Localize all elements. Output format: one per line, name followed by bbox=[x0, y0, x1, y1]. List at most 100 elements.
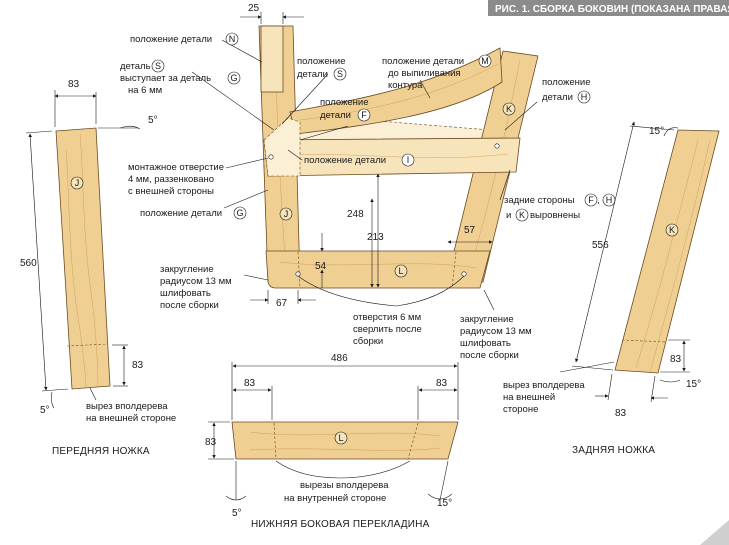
lower-rail-drawing: L 486 83 83 83 5° 15° вырезы вполдерева … bbox=[205, 353, 459, 519]
label-part-s-1: деталь bbox=[120, 61, 151, 72]
lower-rail-right-cut: 83 bbox=[436, 378, 448, 389]
back-leg-letter: K bbox=[669, 225, 675, 235]
top-block-n bbox=[260, 25, 284, 93]
label-back-sides-2: и bbox=[506, 210, 511, 221]
label-part-g-letter: G bbox=[230, 73, 237, 83]
label-part-s-2: выступает за деталь bbox=[120, 73, 211, 84]
front-leg-note-2: на внешней стороне bbox=[86, 413, 176, 424]
offset-67-dim: 67 bbox=[276, 298, 288, 309]
lower-rail-note-1: вырезы вполдерева bbox=[300, 480, 389, 491]
back-leg-tenon-w: 83 bbox=[615, 408, 627, 419]
lower-rail-letter-badge bbox=[334, 431, 348, 445]
label-n-badge bbox=[225, 32, 239, 46]
front-leg-body bbox=[55, 127, 111, 390]
lower-rail-letter: L bbox=[338, 433, 343, 443]
label-h-letter: H bbox=[581, 92, 588, 102]
label-round-right-2: радиусом 13 мм bbox=[460, 326, 532, 337]
label-g-badge bbox=[233, 206, 247, 220]
front-leg-caption: ПЕРЕДНЯЯ НОЖКА bbox=[52, 446, 150, 457]
label-back-sides-comma: , bbox=[597, 195, 600, 206]
front-leg-width-dim: 83 bbox=[68, 79, 80, 90]
label-pos-s-1: положение bbox=[297, 56, 346, 67]
label-part-g-badge bbox=[227, 71, 241, 85]
label-m-badge bbox=[478, 54, 492, 68]
height-248-dim: 248 bbox=[347, 209, 364, 220]
label-back-k-badge bbox=[515, 208, 529, 222]
label-pos-i: положение детали bbox=[304, 155, 386, 166]
assembly-k-badge bbox=[502, 102, 516, 116]
top-rail-m bbox=[289, 47, 503, 135]
assembly-l-letter: L bbox=[398, 266, 403, 276]
label-round-left-1: закругление bbox=[160, 264, 214, 275]
label-pos-m-1: положение детали bbox=[382, 56, 464, 67]
label-i-letter: I bbox=[407, 155, 410, 165]
seat-support-i bbox=[263, 137, 521, 177]
label-holes6-1: отверстия 6 мм bbox=[353, 312, 421, 323]
label-part-s-letter: S bbox=[155, 61, 161, 71]
lower-rail-height: 83 bbox=[205, 437, 217, 448]
lower-rail-left-angle: 5° bbox=[232, 508, 242, 519]
figure-title-text: РИС. 1. СБОРКА БОКОВИН (ПОКАЗАНА ПРАВАЯ) bbox=[495, 4, 729, 15]
lower-rail-length-dim: 486 bbox=[331, 353, 348, 364]
assembly-l-badge bbox=[394, 264, 408, 278]
back-leg-note-3: стороне bbox=[503, 404, 538, 415]
top-width-dim: 25 bbox=[248, 3, 260, 14]
front-leg-tenon-dim: 83 bbox=[132, 360, 144, 371]
label-part-s-3: на 6 мм bbox=[128, 85, 162, 96]
label-part-s-badge bbox=[151, 59, 165, 73]
drill-hole-right bbox=[461, 271, 467, 277]
assembly-labels: положение детали N положение детали S де… bbox=[120, 32, 616, 361]
back-leg-drawing: K 15° 556 83 15° 83 вырез вполдерева на … bbox=[503, 121, 720, 419]
front-leg-bottom-angle: 5° bbox=[40, 405, 50, 416]
label-g-letter: G bbox=[236, 208, 243, 218]
label-m-letter: M bbox=[481, 56, 489, 66]
front-leg-letter-badge bbox=[70, 176, 84, 190]
back-leg-body bbox=[614, 129, 720, 374]
label-pos-s-2: детали bbox=[297, 69, 328, 80]
label-s-badge bbox=[333, 67, 347, 81]
label-round-left-4: после сборки bbox=[160, 300, 219, 311]
label-hole-3: с внешней стороны bbox=[128, 186, 214, 197]
label-f-letter: F bbox=[361, 110, 367, 120]
back-leg-note-2: на внешней bbox=[503, 392, 555, 403]
label-pos-m-2: до выпиливания bbox=[388, 68, 461, 79]
side-assembly-drawing: J K L 25 248 213 54 57 67 bbox=[191, 3, 539, 311]
label-holes6-2: сверлить после bbox=[353, 324, 422, 335]
label-pos-f-1: положение bbox=[320, 97, 369, 108]
label-round-left-2: радиусом 13 мм bbox=[160, 276, 232, 287]
page-corner-shadow bbox=[700, 520, 729, 545]
back-leg-letter-badge bbox=[665, 223, 679, 237]
front-leg-length-dim: 560 bbox=[20, 258, 37, 269]
offset-54-dim: 54 bbox=[315, 261, 327, 272]
label-h-badge bbox=[577, 90, 591, 104]
label-pos-g: положение детали bbox=[140, 208, 222, 219]
label-f-badge bbox=[357, 108, 371, 122]
lower-rail-left-cut: 83 bbox=[244, 378, 256, 389]
figure-title: РИС. 1. СБОРКА БОКОВИН (ПОКАЗАНА ПРАВАЯ) bbox=[488, 0, 729, 16]
label-s-letter: S bbox=[337, 69, 343, 79]
label-hole-1: монтажное отверстие bbox=[128, 162, 224, 173]
mounting-hole-left bbox=[268, 154, 274, 160]
offset-57-dim: 57 bbox=[464, 225, 476, 236]
label-pos-h-1: положение bbox=[542, 77, 591, 88]
label-round-left-3: шлифовать bbox=[160, 288, 211, 299]
front-leg-top-angle: 5° bbox=[148, 115, 158, 126]
label-pos-f-2: детали bbox=[320, 110, 351, 121]
label-round-right-4: после сборки bbox=[460, 350, 519, 361]
label-back-h-letter: H bbox=[606, 195, 613, 205]
height-213-dim: 213 bbox=[367, 232, 384, 243]
back-leg-length-dim: 556 bbox=[592, 240, 609, 251]
label-pos-m-3: контура bbox=[388, 80, 423, 91]
label-hole-2: 4 мм, раззенковано bbox=[128, 174, 214, 185]
label-pos-n: положение детали bbox=[130, 34, 212, 45]
label-back-sides-3: выровнены bbox=[530, 210, 580, 221]
label-back-sides-1: задние стороны bbox=[504, 195, 575, 206]
label-back-f-letter: F bbox=[588, 195, 594, 205]
back-leg-top-angle: 15° bbox=[649, 126, 664, 137]
mounting-hole-right bbox=[494, 143, 500, 149]
assembly-j-badge bbox=[279, 207, 293, 221]
lower-rail-note-2: на внутренней стороне bbox=[284, 493, 386, 504]
back-leg-tenon-h: 83 bbox=[670, 354, 682, 365]
